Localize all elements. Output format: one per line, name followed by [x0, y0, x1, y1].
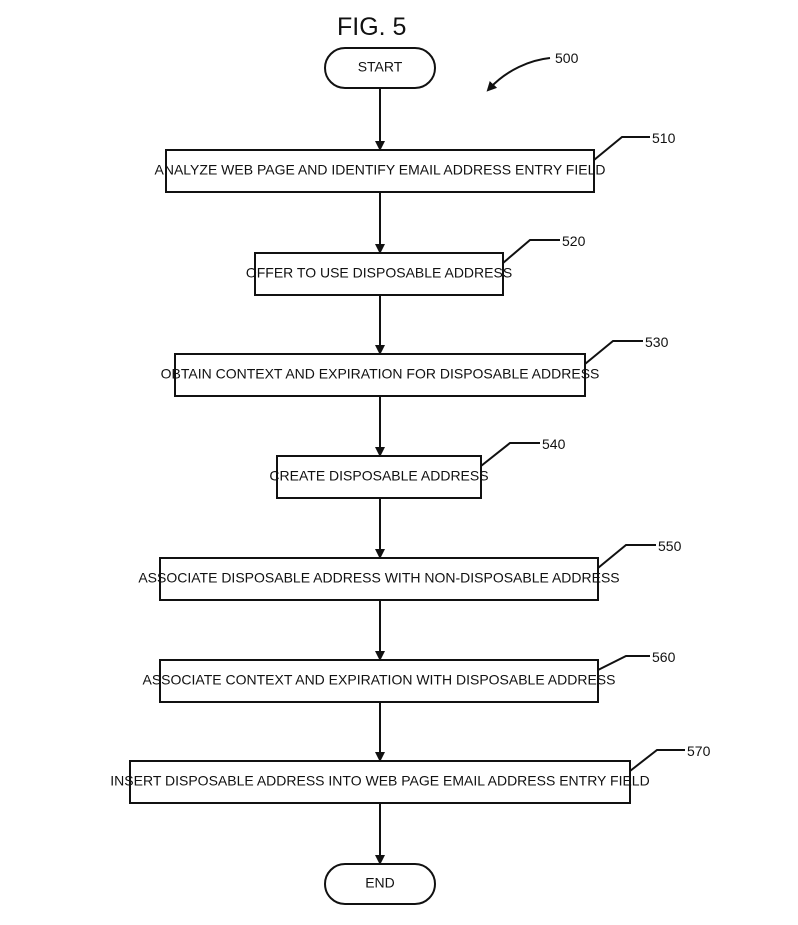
- end-node: END: [324, 863, 436, 905]
- step-520: OFFER TO USE DISPOSABLE ADDRESS 520: [246, 233, 586, 296]
- start-node: START: [324, 47, 436, 89]
- step-560-label: ASSOCIATE CONTEXT AND EXPIRATION WITH DI…: [143, 672, 616, 688]
- step-510-leader-line: [593, 136, 650, 161]
- step-560-ref: 560: [652, 649, 676, 665]
- step-540-leader-line: [480, 442, 540, 467]
- start-node-label: START: [358, 59, 403, 75]
- step-520-label: OFFER TO USE DISPOSABLE ADDRESS: [246, 265, 512, 281]
- step-510-ref: 510: [652, 130, 676, 146]
- step-530-leader-line: [584, 340, 643, 365]
- step-550-label: ASSOCIATE DISPOSABLE ADDRESS WITH NON-DI…: [138, 570, 619, 586]
- step-510: ANALYZE WEB PAGE AND IDENTIFY EMAIL ADDR…: [155, 130, 676, 193]
- step-570-leader-line: [629, 749, 685, 772]
- step-520-leader-line: [502, 239, 560, 264]
- figure-title: FIG. 5: [337, 13, 406, 41]
- step-570-ref: 570: [687, 743, 711, 759]
- step-510-label: ANALYZE WEB PAGE AND IDENTIFY EMAIL ADDR…: [155, 162, 606, 178]
- step-550-ref: 550: [658, 538, 682, 554]
- step-550-leader-line: [597, 544, 656, 569]
- step-560: ASSOCIATE CONTEXT AND EXPIRATION WITH DI…: [143, 649, 676, 703]
- step-530: OBTAIN CONTEXT AND EXPIRATION FOR DISPOS…: [161, 334, 669, 397]
- figure-reference-arrow: [486, 57, 551, 92]
- step-530-ref: 530: [645, 334, 669, 350]
- step-550: ASSOCIATE DISPOSABLE ADDRESS WITH NON-DI…: [138, 538, 682, 601]
- step-530-label: OBTAIN CONTEXT AND EXPIRATION FOR DISPOS…: [161, 366, 600, 382]
- step-540: CREATE DISPOSABLE ADDRESS 540: [269, 436, 566, 499]
- step-570-label: INSERT DISPOSABLE ADDRESS INTO WEB PAGE …: [110, 773, 649, 789]
- step-560-leader-line: [597, 655, 650, 671]
- step-540-ref: 540: [542, 436, 566, 452]
- step-520-ref: 520: [562, 233, 586, 249]
- step-540-label: CREATE DISPOSABLE ADDRESS: [269, 468, 488, 484]
- figure-reference: 500: [555, 50, 579, 66]
- end-node-label: END: [365, 875, 395, 891]
- step-570: INSERT DISPOSABLE ADDRESS INTO WEB PAGE …: [110, 743, 711, 804]
